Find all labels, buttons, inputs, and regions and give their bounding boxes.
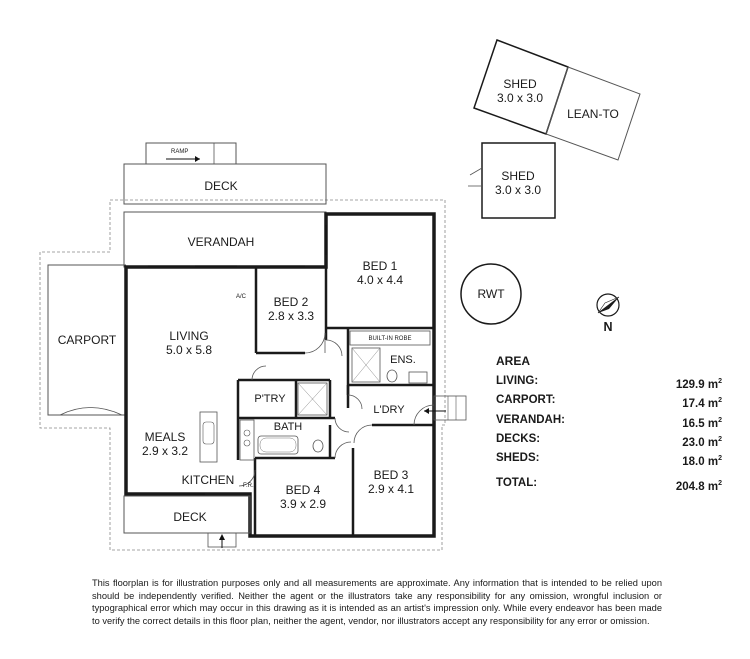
ramp	[145, 142, 237, 165]
area-title: AREA	[496, 354, 531, 368]
bed3-label: BED 3	[374, 468, 409, 482]
laundry-label: L'DRY	[373, 404, 405, 416]
deck-top-label: DECK	[204, 179, 237, 193]
toilet-ensuite	[386, 369, 398, 383]
compass-n-label: N	[603, 320, 612, 334]
area-schedule: AREA LIVING: 129.9 m2 CARPORT: 17.4 m2 V…	[496, 354, 722, 495]
bed1-label: BED 1	[363, 259, 398, 273]
interior-walls	[236, 267, 434, 536]
shed-2	[481, 142, 556, 219]
sliding-doors	[148, 225, 327, 495]
area-row-total: TOTAL: 204.8 m2	[496, 476, 722, 493]
pantry-label: P'TRY	[254, 393, 286, 405]
bath-tub	[257, 435, 299, 455]
fridge-label: F.R.	[243, 483, 254, 489]
meals-size: 2.9 x 3.2	[142, 444, 188, 458]
carport-label: CARPORT	[58, 333, 117, 347]
compass-icon	[596, 293, 620, 317]
deck-bottom-label: DECK	[173, 510, 206, 524]
area-row-living: LIVING: 129.9 m2	[496, 375, 722, 391]
lean-to-label: LEAN-TO	[567, 107, 619, 121]
kitchen-island	[199, 411, 218, 463]
pantry-shelves	[297, 382, 328, 416]
deck-bottom	[123, 495, 251, 534]
bed4-size: 3.9 x 2.9	[280, 497, 326, 511]
meals-label: MEALS	[145, 430, 186, 444]
living-label: LIVING	[169, 329, 208, 343]
ac-label: A/C	[236, 294, 247, 300]
rear-steps	[433, 395, 467, 421]
shed1-size: 3.0 x 3.0	[497, 91, 543, 105]
living-size: 5.0 x 5.8	[166, 343, 212, 357]
bed1-size: 4.0 x 4.4	[357, 273, 403, 287]
kitchen-label: KITCHEN	[182, 473, 235, 487]
rwt-label: RWT	[477, 287, 505, 301]
bed2-label: BED 2	[274, 295, 309, 309]
bed2-size: 2.8 x 3.3	[268, 309, 314, 323]
ensuite-label: ENS.	[390, 354, 416, 366]
area-row-verandah: VERANDAH: 16.5 m2	[496, 413, 722, 430]
floor-plan: RAMP DECK VERANDAH CARPORT	[39, 39, 641, 551]
boundary-dashed	[39, 199, 446, 551]
verandah-label: VERANDAH	[188, 235, 255, 249]
bed3-size: 2.9 x 4.1	[368, 482, 414, 496]
shed1-label: SHED	[503, 77, 537, 91]
disclaimer-text: This floorplan is for illustration purpo…	[92, 578, 662, 626]
area-row-sheds: SHEDS: 18.0 m2	[496, 452, 722, 469]
shower	[351, 347, 381, 383]
shed2-label: SHED	[501, 169, 535, 183]
bed4-label: BED 4	[286, 483, 321, 497]
lean-to	[545, 66, 641, 161]
area-row-carport: CARPORT: 17.4 m2	[496, 394, 722, 411]
shed2-size: 3.0 x 3.0	[495, 183, 541, 197]
doors	[238, 332, 435, 487]
built-in-robe	[349, 330, 431, 346]
ramp-label: RAMP	[171, 149, 188, 155]
area-row-decks: DECKS: 23.0 m2	[496, 432, 722, 449]
kitchen-bench	[239, 419, 255, 461]
built-in-robe-label: BUILT-IN ROBE	[369, 336, 412, 342]
rainwater-tank	[460, 263, 522, 325]
toilet-bath	[312, 439, 324, 453]
bath-label: BATH	[274, 421, 303, 433]
